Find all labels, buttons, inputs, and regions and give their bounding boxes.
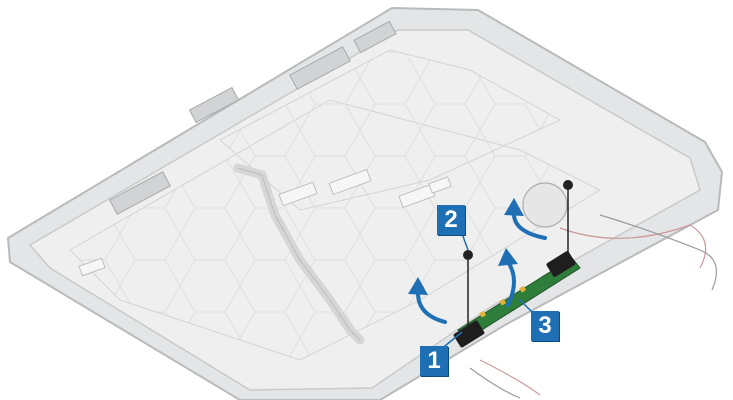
screw-icon <box>563 180 573 262</box>
antenna-cables <box>469 214 718 399</box>
step-callout-2: 2 <box>437 205 465 235</box>
step-callout-1: 1 <box>420 346 448 376</box>
hex-padding-upper <box>219 49 562 211</box>
round-reel <box>522 182 568 228</box>
sticker-labels <box>78 169 452 277</box>
hinge-blocks <box>109 20 397 215</box>
screw-icon <box>463 250 473 330</box>
curved-arrow-icon <box>416 213 547 324</box>
step-callout-3: 3 <box>531 311 559 341</box>
